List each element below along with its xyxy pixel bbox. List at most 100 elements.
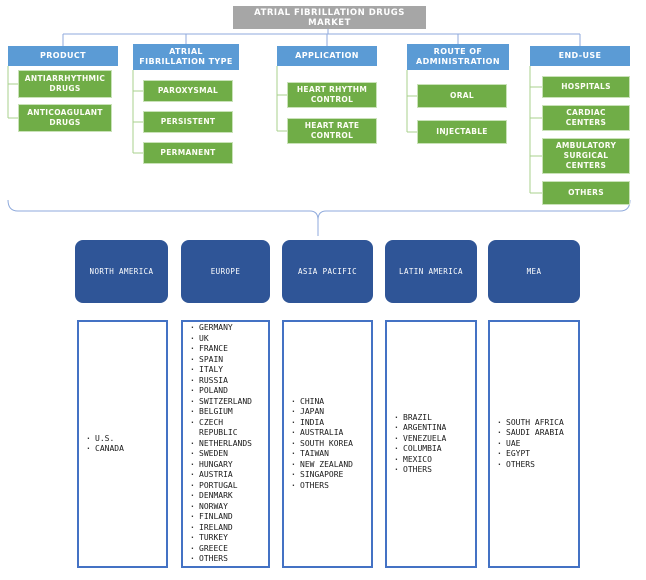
country-list-item: ·CHINA bbox=[291, 397, 369, 408]
bullet-icon: · bbox=[190, 375, 195, 385]
bullet-icon: · bbox=[394, 433, 399, 443]
country-label: IRELAND bbox=[199, 522, 233, 532]
bullet-icon: · bbox=[190, 396, 195, 406]
bullet-icon: · bbox=[190, 501, 195, 511]
segment-item-antiarrhythmic-drugs: ANTIARRHYTHMIC DRUGS bbox=[18, 70, 112, 98]
bullet-icon: · bbox=[291, 417, 296, 427]
bullet-icon: · bbox=[497, 417, 502, 427]
region-countries-latin-america: ·BRAZIL·ARGENTINA·VENEZUELA·COLUMBIA·MEX… bbox=[385, 320, 477, 568]
region-header-asia-pacific: ASIA PACIFIC bbox=[282, 240, 373, 303]
segment-item-persistent: PERSISTENT bbox=[143, 111, 233, 133]
bullet-icon: · bbox=[190, 365, 195, 375]
segment-header-route-of-administration: ROUTE OF ADMINISTRATION bbox=[407, 44, 509, 70]
country-label: SOUTH AFRICA bbox=[506, 417, 564, 427]
country-label: AUSTRALIA bbox=[300, 428, 344, 438]
bullet-icon: · bbox=[86, 444, 91, 453]
country-label: RUSSIA bbox=[199, 375, 228, 385]
brace-icon bbox=[7, 199, 631, 236]
bullet-icon: · bbox=[497, 438, 502, 448]
bullet-icon: · bbox=[190, 533, 195, 543]
country-list-item: ·OTHERS bbox=[497, 460, 576, 471]
country-label: OTHERS bbox=[199, 554, 228, 564]
region-header-mea: MEA bbox=[488, 240, 580, 303]
country-list-item: ·OTHERS bbox=[190, 554, 266, 565]
country-label: DENMARK bbox=[199, 491, 233, 501]
segment-item-anticoagulant-drugs: ANTICOAGULANT DRUGS bbox=[18, 104, 112, 132]
country-list-item: ·NEW ZEALAND bbox=[291, 460, 369, 471]
bullet-icon: · bbox=[190, 512, 195, 522]
country-list-item: ·OTHERS bbox=[394, 465, 473, 476]
diagram-title: ATRIAL FIBRILLATION DRUGS MARKET bbox=[233, 6, 426, 29]
country-label: AUSTRIA bbox=[199, 470, 233, 480]
country-list-item: ·EGYPT bbox=[497, 449, 576, 460]
bullet-icon: · bbox=[190, 543, 195, 553]
country-list-item: ·AUSTRALIA bbox=[291, 428, 369, 439]
country-label: HUNGARY bbox=[199, 459, 233, 469]
bullet-icon: · bbox=[86, 433, 91, 443]
country-label: TURKEY bbox=[199, 533, 228, 543]
bullet-icon: · bbox=[190, 449, 195, 459]
country-list-item: ·SWITZERLAND bbox=[190, 397, 266, 408]
route-branch-connector bbox=[406, 70, 417, 133]
segment-header-atrial-fibrillation-type: ATRIAL FIBRILLATION TYPE bbox=[133, 44, 239, 70]
country-label: EGYPT bbox=[506, 449, 531, 459]
country-label: NORWAY bbox=[199, 501, 228, 511]
country-list-item: ·JAPAN bbox=[291, 407, 369, 418]
bullet-icon: · bbox=[190, 386, 195, 396]
country-label: VENEZUELA bbox=[403, 433, 447, 443]
segment-item-paroxysmal: PAROXYSMAL bbox=[143, 80, 233, 102]
country-label: SAUDI ARABIA bbox=[506, 428, 564, 438]
bullet-icon: · bbox=[190, 491, 195, 501]
country-list-item: ·SPAIN bbox=[190, 355, 266, 366]
country-label: FINLAND bbox=[199, 512, 233, 522]
country-label: FRANCE bbox=[199, 344, 228, 354]
country-label: JAPAN bbox=[300, 407, 325, 417]
type-branch-connector bbox=[132, 70, 143, 154]
country-label: UAE bbox=[506, 438, 521, 448]
country-label: ARGENTINA bbox=[403, 423, 447, 432]
bullet-icon: · bbox=[394, 465, 399, 474]
country-list-item: ·INDIA bbox=[291, 418, 369, 429]
segment-item-cardiac-centers: CARDIAC CENTERS bbox=[542, 105, 630, 131]
country-label: SOUTH KOREA bbox=[300, 438, 353, 448]
country-list-item: ·SOUTH KOREA bbox=[291, 439, 369, 450]
country-label: U.S. bbox=[95, 433, 115, 443]
bullet-icon: · bbox=[497, 428, 502, 438]
country-list-item: · ARGENTINA bbox=[394, 423, 473, 434]
country-list-item: ·NETHERLANDS bbox=[190, 439, 266, 450]
bullet-icon: · bbox=[497, 459, 502, 469]
country-list-item: · FRANCE bbox=[190, 344, 266, 355]
country-label: PORTUGAL bbox=[199, 480, 238, 490]
country-label: GREECE bbox=[199, 543, 228, 553]
segment-item-oral: ORAL bbox=[417, 84, 507, 108]
bullet-icon: · bbox=[190, 417, 195, 427]
bullet-icon: · bbox=[190, 354, 195, 364]
country-list-item: · SOUTH AFRICA bbox=[497, 418, 576, 429]
application-branch-connector bbox=[276, 66, 287, 132]
country-list-item: ·COLUMBIA bbox=[394, 444, 473, 455]
country-label: GERMANY bbox=[199, 323, 233, 333]
country-list-item: ·OTHERS bbox=[291, 481, 369, 492]
bullet-icon: · bbox=[394, 454, 399, 464]
bullet-icon: · bbox=[190, 522, 195, 532]
bullet-icon: · bbox=[190, 344, 195, 354]
segment-item-ambulatory-surgical-centers: AMBULATORY SURGICAL CENTERS bbox=[542, 138, 630, 174]
country-label: ITALY bbox=[199, 365, 224, 375]
segment-item-hospitals: HOSPITALS bbox=[542, 76, 630, 98]
country-list-item: ·BRAZIL bbox=[394, 413, 473, 424]
bullet-icon: · bbox=[190, 480, 195, 490]
country-label: SWEDEN bbox=[199, 449, 228, 459]
country-list-item: ·MEXICO bbox=[394, 455, 473, 466]
country-list-item: · GREECE bbox=[190, 544, 266, 555]
country-label: CHINA bbox=[300, 396, 325, 406]
bullet-icon: · bbox=[394, 444, 399, 453]
bullet-icon: · bbox=[394, 423, 399, 432]
segment-header-application: APPLICATION bbox=[277, 46, 377, 66]
region-countries-north-america: ·U.S.·CANADA bbox=[77, 320, 168, 568]
bullet-icon: · bbox=[291, 449, 296, 459]
bullet-icon: · bbox=[190, 333, 195, 343]
country-list-item: · RUSSIA bbox=[190, 376, 266, 387]
segment-item-others: OTHERS bbox=[542, 181, 630, 205]
country-label: TAIWAN bbox=[300, 449, 329, 459]
region-countries-asia-pacific: ·CHINA·JAPAN·INDIA·AUSTRALIA·SOUTH KOREA… bbox=[282, 320, 373, 568]
